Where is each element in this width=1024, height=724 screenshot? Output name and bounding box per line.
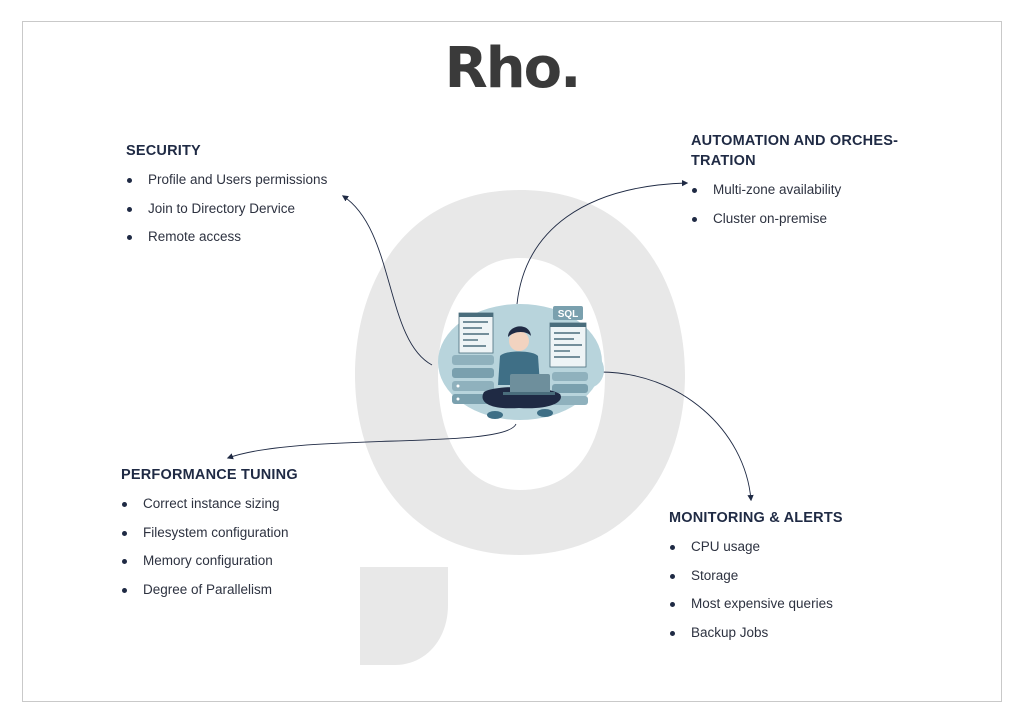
list-item: CPU usage bbox=[669, 538, 833, 567]
arrow-to-monitoring bbox=[599, 371, 754, 502]
automation-heading-line2: TRATION bbox=[691, 153, 756, 169]
arrow-to-performance bbox=[226, 423, 517, 460]
list-item: Memory configuration bbox=[121, 552, 289, 581]
code-panel-left-icon bbox=[458, 312, 494, 354]
list-item: Most expensive queries bbox=[669, 595, 833, 624]
rho-logo: Rho. bbox=[444, 36, 582, 101]
performance-list: Correct instance sizing Filesystem confi… bbox=[121, 495, 289, 609]
sql-badge-label: SQL bbox=[558, 309, 579, 320]
list-item: Cluster on-premise bbox=[691, 210, 841, 239]
page-frame bbox=[22, 21, 1002, 702]
code-panel-right-icon bbox=[549, 322, 587, 368]
developer-person-icon bbox=[482, 326, 561, 419]
arrow-to-automation bbox=[516, 180, 689, 305]
list-item: Remote access bbox=[126, 228, 327, 257]
automation-heading: AUTOMATION AND ORCHES- TRATION bbox=[691, 131, 898, 171]
performance-heading: PERFORMANCE TUNING bbox=[121, 467, 298, 483]
security-heading: SECURITY bbox=[126, 143, 201, 159]
monitoring-list: CPU usage Storage Most expensive queries… bbox=[669, 538, 833, 652]
monitoring-heading: MONITORING & ALERTS bbox=[669, 510, 843, 526]
sql-badge bbox=[553, 306, 583, 320]
automation-list: Multi-zone availability Cluster on-premi… bbox=[691, 181, 841, 238]
developer-illustration: SQL bbox=[438, 304, 604, 420]
list-item: Degree of Parallelism bbox=[121, 581, 289, 610]
database-stack-right-icon bbox=[552, 372, 588, 405]
list-item: Profile and Users permissions bbox=[126, 171, 327, 200]
list-item: Backup Jobs bbox=[669, 624, 833, 653]
arrow-to-security bbox=[341, 195, 433, 366]
list-item: Filesystem configuration bbox=[121, 524, 289, 553]
security-list: Profile and Users permissions Join to Di… bbox=[126, 171, 327, 257]
list-item: Storage bbox=[669, 567, 833, 596]
list-item: Join to Directory Dervice bbox=[126, 200, 327, 229]
list-item: Multi-zone availability bbox=[691, 181, 841, 210]
list-item: Correct instance sizing bbox=[121, 495, 289, 524]
automation-heading-line1: AUTOMATION AND ORCHES- bbox=[691, 133, 899, 149]
